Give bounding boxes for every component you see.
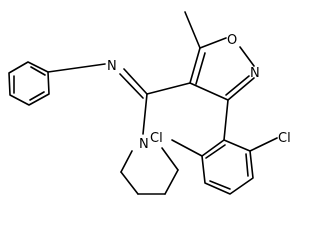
ring-oxygen-label: O [227, 33, 237, 48]
cl-left-bond [171, 139, 203, 157]
chlorine-right-label: Cl [278, 131, 291, 146]
phenyl-n-bond [47, 63, 106, 73]
phenyl-ring [8, 61, 50, 106]
methyl-bond [184, 11, 201, 49]
imine-nitrogen-label: N [107, 59, 117, 74]
chlorine-left-label: Cl [150, 131, 163, 146]
pyrrolidine-ring [120, 147, 179, 195]
imine-double-bond [119, 68, 148, 99]
ring-nitrogen-label: N [250, 66, 260, 81]
molecule-canvas: N O N N Cl Cl [8, 11, 291, 195]
isoxazole-aryl-bond [223, 99, 229, 141]
c-pyrrolidine-bond [142, 93, 148, 135]
cl-right-bond [249, 137, 278, 152]
structure-drawing: N O N N Cl Cl [8, 11, 291, 195]
c-isoxazole-bond [146, 82, 191, 95]
dichlorophenyl-ring [201, 139, 254, 195]
pyrrolidine-nitrogen-label: N [139, 137, 149, 152]
isoxazole-ring [189, 37, 255, 101]
